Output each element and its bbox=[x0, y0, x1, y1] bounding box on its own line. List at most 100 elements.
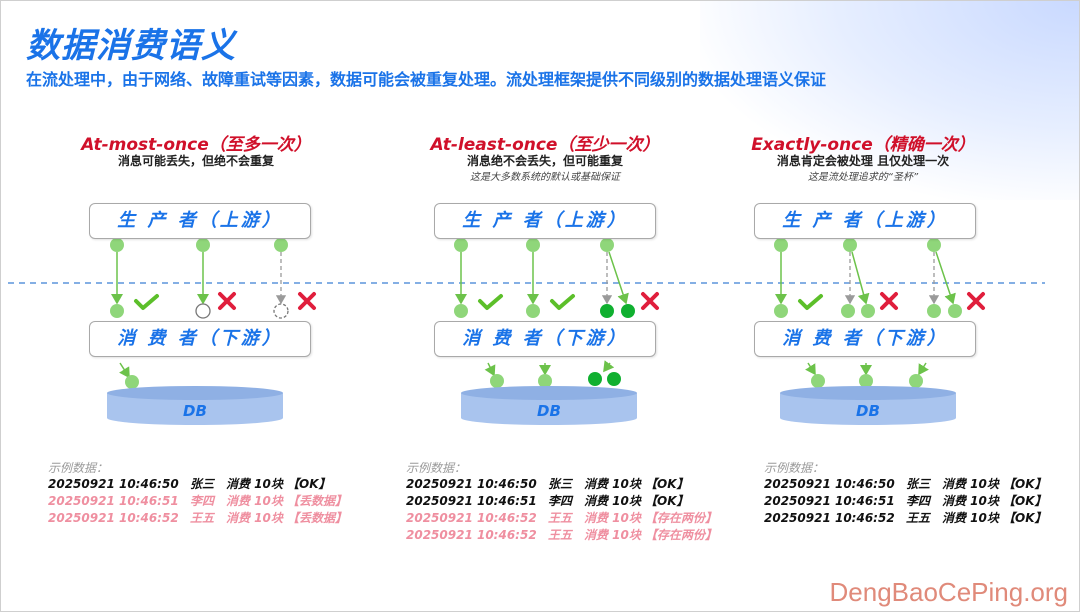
sample-name: 李四 bbox=[906, 494, 931, 508]
sample-timestamp: 20250921 10:46:51 bbox=[764, 494, 895, 508]
sample-text: 消费 10块 【OK】 bbox=[584, 494, 689, 508]
db-label: DB bbox=[856, 402, 880, 420]
write-arrow bbox=[805, 362, 816, 376]
column-title: At-most-once（至多一次） bbox=[81, 135, 311, 155]
cross-icon bbox=[641, 292, 659, 310]
background-glow bbox=[700, 0, 1080, 200]
sample-data-heading: 示例数据： bbox=[764, 461, 825, 475]
lost-consumer-node bbox=[273, 303, 289, 319]
sample-text: 消费 10块 【存在两份】 bbox=[584, 511, 718, 525]
consumer-node bbox=[774, 304, 788, 318]
sample-name: 王五 bbox=[190, 511, 215, 525]
page-subtitle: 在流处理中，由于网络、故障重试等因素，数据可能会被重复处理。流处理框架提供不同级… bbox=[26, 70, 827, 89]
cross-icon bbox=[218, 292, 236, 310]
sample-row: 20250921 10:46:51 李四消费 10块 【OK】 bbox=[406, 493, 717, 510]
delivery-arrow bbox=[851, 251, 870, 305]
duplicate-db-record-node bbox=[607, 372, 621, 386]
cross-icon bbox=[880, 292, 898, 310]
sample-timestamp: 20250921 10:46:52 bbox=[406, 528, 537, 542]
sample-text: 消费 10块 【OK】 bbox=[226, 477, 331, 491]
sample-row: 20250921 10:46:50 张三消费 10块 【OK】 bbox=[406, 476, 717, 493]
column-description: 消息可能丢失，但绝不会重复 bbox=[117, 154, 274, 168]
column-at-least-once: At-least-once（至少一次） 消息绝不会丢失，但可能重复 这是大多数系… bbox=[375, 0, 715, 612]
watermark: DengBaoCePing.org bbox=[829, 577, 1069, 607]
producer-node bbox=[927, 238, 941, 252]
producer-node bbox=[274, 238, 288, 252]
consumer-node bbox=[454, 304, 468, 318]
producer-box: 生 产 者（上游） bbox=[434, 203, 656, 239]
db-record-node bbox=[811, 374, 825, 388]
producer-box: 生 产 者（上游） bbox=[754, 203, 976, 239]
write-arrow bbox=[918, 362, 929, 376]
sample-text: 消费 10块 【OK】 bbox=[584, 477, 689, 491]
sample-timestamp: 20250921 10:46:52 bbox=[48, 511, 179, 525]
sample-timestamp: 20250921 10:46:52 bbox=[406, 511, 537, 525]
sample-name: 李四 bbox=[190, 494, 215, 508]
check-icon bbox=[550, 294, 575, 310]
consumer-node bbox=[948, 304, 962, 318]
sample-name: 张三 bbox=[190, 477, 215, 491]
consumer-node bbox=[526, 304, 540, 318]
lost-consumer-node bbox=[195, 303, 211, 319]
db-record-node bbox=[490, 374, 504, 388]
producer-node bbox=[600, 238, 614, 252]
sample-timestamp: 20250921 10:46:50 bbox=[764, 477, 895, 491]
sample-data-at-most-once: 示例数据： 20250921 10:46:50 张三消费 10块 【OK】 202… bbox=[48, 460, 347, 527]
duplicate-arrow bbox=[608, 251, 629, 305]
consumer-node bbox=[927, 304, 941, 318]
sample-name: 张三 bbox=[906, 477, 931, 491]
page-title: 数据消费语义 bbox=[26, 26, 236, 66]
column-exactly-once: Exactly-once（精确一次） 消息肯定会被处理 且仅处理一次 这是流处理… bbox=[693, 0, 1033, 612]
column-note: 这是流处理追求的“圣杯” bbox=[807, 172, 919, 183]
sample-timestamp: 20250921 10:46:50 bbox=[406, 477, 537, 491]
consumer-node bbox=[841, 304, 855, 318]
duplicate-db-record-node bbox=[588, 372, 602, 386]
producer-node bbox=[843, 238, 857, 252]
sample-row: 20250921 10:46:51 李四消费 10块 【丢数据】 bbox=[48, 493, 347, 510]
sample-timestamp: 20250921 10:46:50 bbox=[48, 477, 179, 491]
sample-text: 消费 10块 【丢数据】 bbox=[226, 494, 348, 508]
db-cylinder-top bbox=[780, 386, 956, 400]
sample-timestamp: 20250921 10:46:51 bbox=[406, 494, 537, 508]
sample-name: 王五 bbox=[906, 511, 931, 525]
sample-row: 20250921 10:46:50 张三消费 10块 【OK】 bbox=[764, 476, 1047, 493]
db-label-wrap: DB bbox=[780, 388, 956, 424]
check-icon bbox=[134, 294, 159, 310]
write-arrow bbox=[603, 360, 615, 373]
producer-box: 生 产 者（上游） bbox=[89, 203, 311, 239]
consumer-box: 消 费 者（下游） bbox=[89, 321, 311, 357]
sample-name: 李四 bbox=[548, 494, 573, 508]
sample-data-heading: 示例数据： bbox=[48, 461, 109, 475]
producer-node bbox=[774, 238, 788, 252]
column-note: 这是大多数系统的默认或基础保证 bbox=[470, 172, 620, 183]
duplicate-consumer-node bbox=[600, 304, 614, 318]
check-icon bbox=[798, 294, 823, 310]
db-record-node bbox=[859, 374, 873, 388]
sample-text: 消费 10块 【OK】 bbox=[942, 494, 1047, 508]
sample-text: 消费 10块 【存在两份】 bbox=[584, 528, 718, 542]
sample-timestamp: 20250921 10:46:51 bbox=[48, 494, 179, 508]
producer-node bbox=[196, 238, 210, 252]
cross-icon bbox=[967, 292, 985, 310]
consumer-node bbox=[110, 304, 124, 318]
sample-name: 张三 bbox=[548, 477, 573, 491]
write-arrow bbox=[484, 362, 496, 377]
write-arrow bbox=[119, 362, 130, 379]
producer-node bbox=[110, 238, 124, 252]
db-label: DB bbox=[537, 402, 561, 420]
column-title: At-least-once（至少一次） bbox=[430, 135, 660, 155]
sample-text: 消费 10块 【OK】 bbox=[942, 477, 1047, 491]
sample-text: 消费 10块 【OK】 bbox=[942, 511, 1047, 525]
consumer-box: 消 费 者（下游） bbox=[434, 321, 656, 357]
db-label-wrap: DB bbox=[461, 388, 637, 424]
column-title: Exactly-once（精确一次） bbox=[751, 135, 975, 155]
sample-data-heading: 示例数据： bbox=[406, 461, 467, 475]
db-record-node bbox=[538, 374, 552, 388]
sample-row: 20250921 10:46:51 李四消费 10块 【OK】 bbox=[764, 493, 1047, 510]
duplicate-consumer-node bbox=[621, 304, 635, 318]
